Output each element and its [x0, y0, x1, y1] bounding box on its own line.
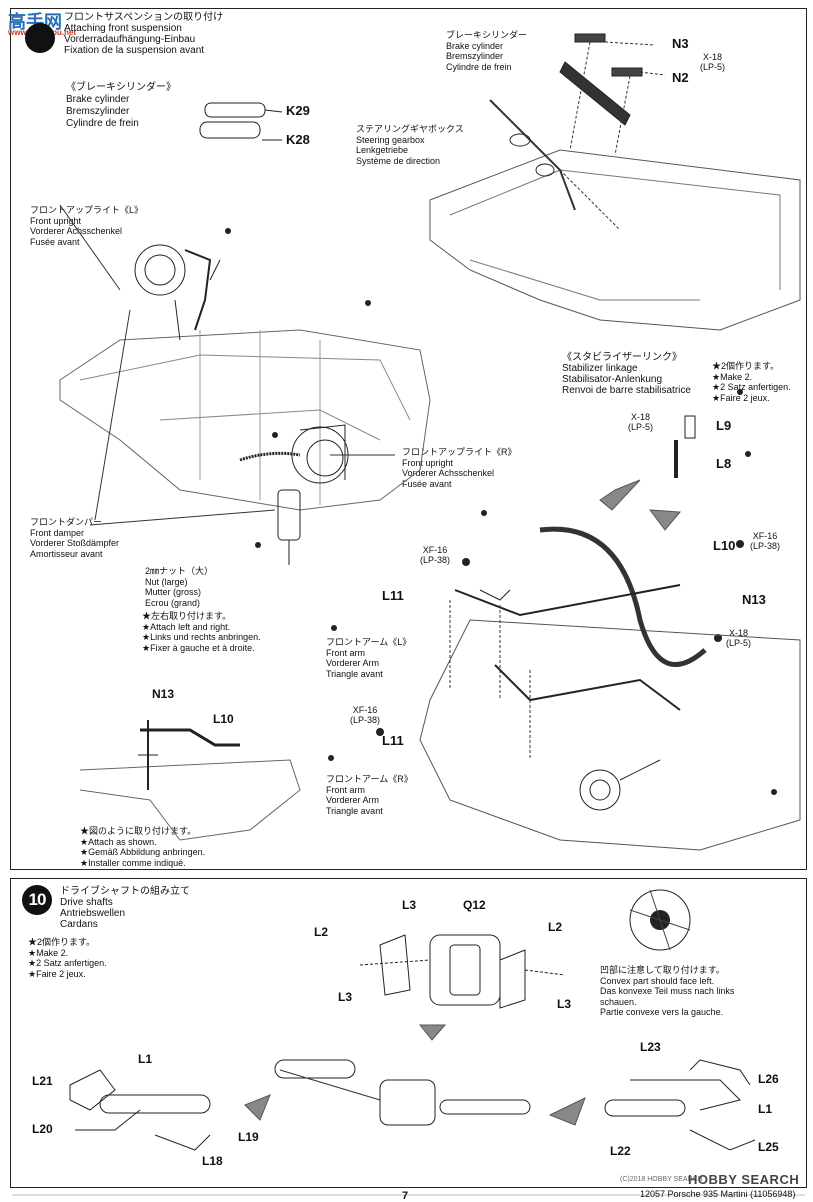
part-l3-top: L3 — [402, 898, 417, 912]
detail-part-n13: N13 — [152, 687, 175, 701]
part-n2: N2 — [672, 70, 689, 85]
part-l26: L26 — [758, 1072, 779, 1086]
detail-part-l10: L10 — [213, 712, 234, 726]
part-l8: L8 — [716, 456, 732, 471]
paint-x18-stabilizer: X-18(LP-5) — [628, 412, 654, 432]
hobby-search-logo: HOBBY SEARCH — [688, 1172, 800, 1187]
make-2-note-step10: ★2個作ります。★Make 2.★2 Satz anfertigen.★Fair… — [28, 937, 107, 979]
nut-large-label: 2㎜ナット（大）Nut (large)Mutter (gross)Ecrou (… — [145, 566, 214, 608]
part-l19: L19 — [238, 1130, 259, 1144]
part-l3-right: L3 — [557, 997, 572, 1011]
step-10-panel — [10, 878, 807, 1188]
part-l18: L18 — [202, 1154, 223, 1168]
part-q12: Q12 — [463, 898, 486, 912]
part-l20: L20 — [32, 1122, 53, 1136]
part-l3-left: L3 — [338, 990, 353, 1004]
part-l22: L22 — [610, 1144, 631, 1158]
product-code: 12057 Porsche 935 Martini (11056948) — [640, 1189, 796, 1199]
step-10-number: 10 — [22, 885, 52, 915]
paint-x18-top: X-18(LP-5) — [700, 52, 726, 72]
brake-cylinder-parts — [199, 102, 283, 141]
part-k29: K29 — [286, 103, 310, 118]
part-l1-right: L1 — [758, 1102, 773, 1116]
attach-left-right-note: ★左右取り付けます。★Attach left and right.★Links … — [142, 611, 261, 653]
paint-xf16-right: XF-16(LP-38) — [750, 531, 781, 551]
drive-shaft-drawings — [69, 889, 756, 1151]
part-l1-left: L1 — [138, 1052, 153, 1066]
part-l11-bottom: L11 — [382, 733, 404, 748]
part-l2-left: L2 — [314, 925, 329, 939]
step-9-panel — [10, 8, 807, 870]
page-number: 7 — [402, 1190, 409, 1202]
part-n3: N3 — [672, 36, 689, 51]
part-l11-top: L11 — [382, 588, 404, 603]
part-l9: L9 — [716, 418, 732, 433]
part-l23: L23 — [640, 1040, 661, 1054]
attach-as-shown-note: ★図のように取り付けます。★Attach as shown.★Gemäß Abb… — [80, 826, 206, 868]
make-2-note-right: ★2個作ります。★Make 2.★2 Satz anfertigen.★Fair… — [712, 361, 791, 403]
part-l2-right: L2 — [548, 920, 563, 934]
part-n13: N13 — [742, 592, 766, 607]
paint-x18-mid: X-18(LP-5) — [726, 628, 752, 648]
paint-xf16-lower: XF-16(LP-38) — [350, 705, 381, 725]
copyright: (C)2018 HOBBY SEARCH — [620, 1176, 703, 1183]
step-9-number-badge — [25, 23, 55, 53]
part-l21: L21 — [32, 1074, 53, 1088]
paint-xf16-left: XF-16(LP-38) — [420, 545, 451, 565]
convex-note: 凹部に注意して取り付けます。Convex part should face le… — [600, 965, 735, 1017]
part-l25: L25 — [758, 1140, 779, 1154]
part-k28: K28 — [286, 132, 310, 147]
screw-icons — [225, 228, 777, 795]
part-l10: L10 — [713, 538, 736, 553]
